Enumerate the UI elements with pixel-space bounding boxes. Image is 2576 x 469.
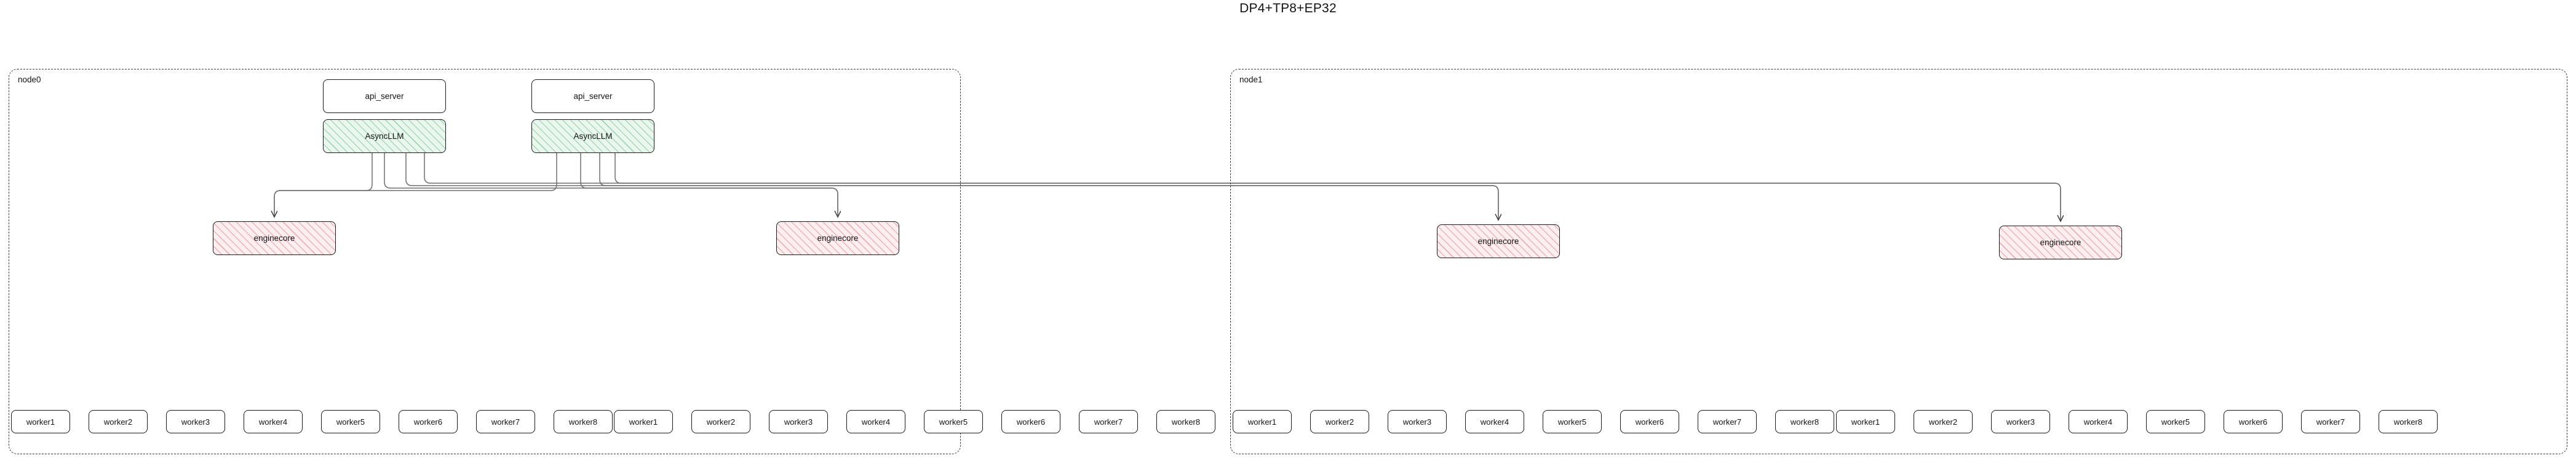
node-label: worker4 — [2083, 417, 2113, 427]
node-worker[interactable]: worker7 — [1079, 410, 1138, 433]
node-label: worker2 — [1928, 417, 1958, 427]
node-label: enginecore — [1477, 237, 1519, 246]
node-label: AsyncLLM — [573, 132, 613, 141]
node-worker[interactable]: worker2 — [1310, 410, 1369, 433]
node-worker[interactable]: worker2 — [691, 410, 750, 433]
node-label: worker4 — [258, 417, 288, 427]
node-worker[interactable]: worker3 — [769, 410, 828, 433]
node-label: worker3 — [181, 417, 210, 427]
node-label: api_server — [573, 92, 613, 101]
node-label: worker7 — [2316, 417, 2345, 427]
node-worker[interactable]: worker5 — [1543, 410, 1602, 433]
node-enginecore-2[interactable]: enginecore — [1437, 224, 1560, 258]
node-worker[interactable]: worker5 — [2146, 410, 2205, 433]
cluster-node0: node0 — [9, 69, 961, 454]
node-api-server-1[interactable]: api_server — [531, 79, 654, 113]
node-label: worker3 — [2006, 417, 2035, 427]
node-worker[interactable]: worker1 — [1836, 410, 1895, 433]
node-worker[interactable]: worker4 — [846, 410, 905, 433]
node-label: worker7 — [491, 417, 520, 427]
node-enginecore-1[interactable]: enginecore — [776, 221, 899, 255]
node-label: api_server — [365, 92, 404, 101]
node-enginecore-0[interactable]: enginecore — [213, 221, 336, 255]
node-worker[interactable]: worker4 — [244, 410, 303, 433]
node-label: worker5 — [336, 417, 365, 427]
node-worker[interactable]: worker1 — [614, 410, 673, 433]
node-label: worker8 — [1171, 417, 1201, 427]
node-worker[interactable]: worker6 — [1001, 410, 1060, 433]
page-title: DP4+TP8+EP32 — [1239, 1, 1337, 15]
node-label: worker6 — [2238, 417, 2268, 427]
cluster-label-node1: node1 — [1239, 75, 1263, 84]
node-label: worker6 — [1016, 417, 1046, 427]
node-worker[interactable]: worker5 — [924, 410, 983, 433]
node-worker[interactable]: worker3 — [1991, 410, 2050, 433]
node-asyncllm-1[interactable]: AsyncLLM — [531, 119, 654, 153]
node-label: enginecore — [817, 234, 859, 243]
node-worker[interactable]: worker6 — [1620, 410, 1679, 433]
node-label: worker1 — [629, 417, 658, 427]
node-label: worker1 — [1851, 417, 1880, 427]
node-label: worker5 — [2161, 417, 2190, 427]
node-worker[interactable]: worker6 — [399, 410, 458, 433]
node-worker[interactable]: worker2 — [89, 410, 148, 433]
node-worker[interactable]: worker4 — [1465, 410, 1524, 433]
node-worker[interactable]: worker6 — [2224, 410, 2283, 433]
node-worker[interactable]: worker1 — [1233, 410, 1292, 433]
node-label: worker2 — [706, 417, 736, 427]
node-worker[interactable]: worker8 — [1775, 410, 1834, 433]
node-worker[interactable]: worker2 — [1914, 410, 1973, 433]
node-label: worker1 — [1247, 417, 1277, 427]
node-label: worker3 — [1402, 417, 1432, 427]
node-label: worker5 — [1557, 417, 1587, 427]
node-label: worker8 — [1790, 417, 1819, 427]
node-worker[interactable]: worker1 — [11, 410, 70, 433]
node-worker[interactable]: worker4 — [2069, 410, 2128, 433]
node-label: enginecore — [253, 234, 295, 243]
node-label: worker5 — [939, 417, 968, 427]
node-worker[interactable]: worker8 — [2379, 410, 2438, 433]
node-worker[interactable]: worker3 — [1388, 410, 1447, 433]
node-enginecore-3[interactable]: enginecore — [1999, 226, 2122, 259]
node-worker[interactable]: worker3 — [166, 410, 225, 433]
node-worker[interactable]: worker8 — [1156, 410, 1215, 433]
node-label: worker7 — [1094, 417, 1123, 427]
node-worker[interactable]: worker7 — [1698, 410, 1757, 433]
node-api-server-0[interactable]: api_server — [323, 79, 446, 113]
node-label: worker2 — [1325, 417, 1354, 427]
node-label: worker8 — [568, 417, 598, 427]
node-label: worker4 — [861, 417, 891, 427]
node-label: worker3 — [784, 417, 813, 427]
node-label: worker7 — [1712, 417, 1742, 427]
node-worker[interactable]: worker7 — [476, 410, 535, 433]
node-label: worker6 — [413, 417, 443, 427]
node-worker[interactable]: worker5 — [321, 410, 380, 433]
node-label: AsyncLLM — [365, 132, 404, 141]
cluster-label-node0: node0 — [18, 75, 41, 84]
node-worker[interactable]: worker7 — [2301, 410, 2360, 433]
node-label: worker1 — [26, 417, 55, 427]
cluster-node1: node1 — [1230, 69, 2567, 454]
node-label: worker8 — [2393, 417, 2423, 427]
node-worker[interactable]: worker8 — [554, 410, 613, 433]
node-label: worker2 — [103, 417, 133, 427]
node-asyncllm-0[interactable]: AsyncLLM — [323, 119, 446, 153]
node-label: enginecore — [2040, 238, 2081, 247]
node-label: worker6 — [1635, 417, 1664, 427]
node-label: worker4 — [1480, 417, 1509, 427]
